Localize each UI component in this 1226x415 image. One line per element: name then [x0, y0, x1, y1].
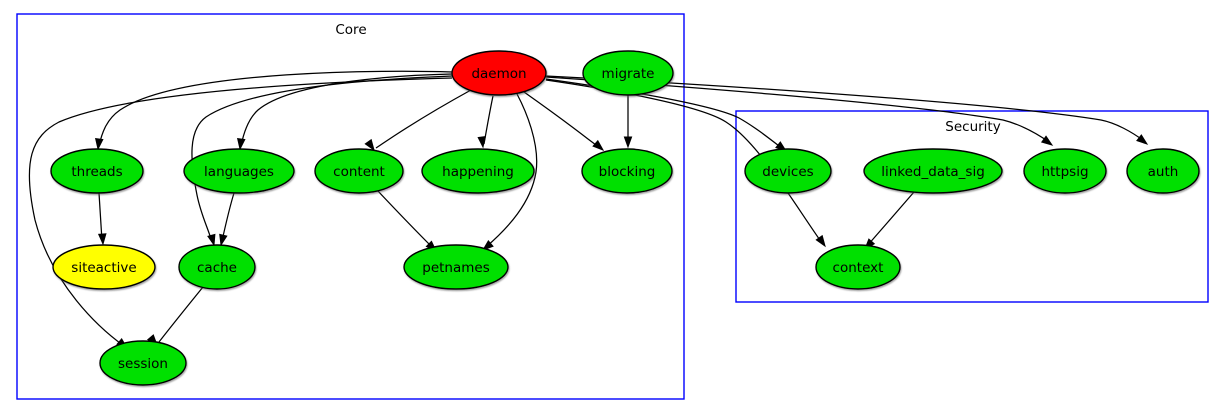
node-label-migrate: migrate — [602, 66, 655, 82]
node-threads[interactable]: threads — [50, 148, 144, 194]
node-shape-cache[interactable] — [178, 244, 256, 290]
arrowhead-daemon->content — [364, 138, 375, 152]
node-shape-siteactive[interactable] — [52, 244, 156, 290]
edge-languages-to-cache — [221, 192, 235, 242]
cluster-core: Core — [16, 13, 685, 400]
cluster-label-security: Security — [945, 119, 1000, 135]
node-session[interactable]: session — [99, 340, 187, 386]
arrowhead-languages->cache — [219, 233, 228, 247]
node-shape-auth[interactable] — [1126, 148, 1200, 194]
node-label-httpsig: httpsig — [1041, 164, 1088, 180]
node-blocking[interactable]: blocking — [581, 148, 673, 194]
node-label-linked_data_sig: linked_data_sig — [881, 164, 985, 180]
node-shape-petnames[interactable] — [403, 244, 509, 290]
node-shape-httpsig[interactable] — [1023, 148, 1107, 194]
node-migrate[interactable]: migrate — [582, 50, 674, 96]
cluster-border-security — [735, 110, 1209, 303]
cluster-security: Security — [735, 110, 1209, 303]
edge-daemon-to-threads — [98, 70, 453, 147]
edge-daemon-to-languages — [240, 73, 453, 147]
node-context[interactable]: context — [815, 244, 901, 290]
cluster-label-core: Core — [335, 22, 366, 38]
cluster-border-core — [16, 13, 685, 400]
edge-daemon-to-session — [28, 77, 453, 347]
edge-daemon-to-devices — [545, 78, 784, 150]
node-shape-daemon[interactable] — [451, 50, 547, 96]
arrowhead-daemon->auth — [1136, 134, 1149, 145]
edge-daemon-to-blocking — [523, 91, 601, 149]
node-label-daemon: daemon — [471, 66, 526, 82]
node-label-session: session — [118, 356, 168, 372]
node-label-threads: threads — [71, 164, 122, 180]
node-shape-threads[interactable] — [50, 148, 144, 194]
node-auth[interactable]: auth — [1126, 148, 1200, 194]
node-shape-happening[interactable] — [421, 148, 535, 194]
node-httpsig[interactable]: httpsig — [1023, 148, 1107, 194]
arrowhead-daemon->happening — [477, 136, 486, 149]
node-label-petnames: petnames — [422, 260, 490, 276]
node-shape-session[interactable] — [99, 340, 187, 386]
arrowhead-daemon->languages — [237, 138, 246, 151]
node-content[interactable]: content — [314, 148, 404, 194]
arrowhead-daemon->cache — [207, 233, 216, 247]
node-label-blocking: blocking — [599, 164, 656, 180]
node-label-languages: languages — [204, 164, 274, 180]
arrowhead-threads->siteactive — [97, 233, 107, 246]
node-label-auth: auth — [1148, 164, 1179, 180]
node-siteactive[interactable]: siteactive — [52, 244, 156, 290]
node-shape-migrate[interactable] — [582, 50, 674, 96]
node-linked_data_sig[interactable]: linked_data_sig — [863, 148, 1003, 194]
edge-layer — [28, 70, 1145, 347]
node-cache[interactable]: cache — [178, 244, 256, 290]
node-shape-content[interactable] — [314, 148, 404, 194]
arrowhead-daemon->context — [815, 234, 826, 248]
edge-content-to-petnames — [376, 189, 434, 249]
node-label-cache: cache — [197, 260, 237, 276]
node-petnames[interactable]: petnames — [403, 244, 509, 290]
node-shape-languages[interactable] — [183, 148, 295, 194]
edge-daemon-to-petnames — [485, 93, 538, 248]
arrowhead-migrate->blocking — [623, 136, 633, 149]
node-label-content: content — [333, 164, 385, 180]
node-happening[interactable]: happening — [421, 148, 535, 194]
edge-daemon-to-content — [375, 89, 472, 149]
edge-linked_data_sig-to-context — [866, 191, 915, 247]
edge-cache-to-session — [158, 286, 204, 343]
node-shape-devices[interactable] — [744, 148, 832, 194]
arrowhead-daemon->httpsig — [1040, 135, 1054, 146]
arrowhead-daemon->blocking — [592, 139, 605, 151]
node-label-happening: happening — [442, 164, 514, 180]
node-layer: daemon migrate threads languages content happ… — [50, 50, 1200, 386]
node-languages[interactable]: languages — [183, 148, 295, 194]
node-label-devices: devices — [762, 164, 813, 180]
node-daemon[interactable]: daemon — [451, 50, 547, 96]
node-label-siteactive: siteactive — [71, 260, 136, 276]
node-shape-blocking[interactable] — [581, 148, 673, 194]
node-devices[interactable]: devices — [744, 148, 832, 194]
arrowhead-daemon->threads — [95, 138, 104, 151]
arrowhead-daemon->petnames — [481, 239, 494, 251]
node-shape-context[interactable] — [815, 244, 901, 290]
node-label-context: context — [833, 260, 884, 276]
node-shape-linked_data_sig[interactable] — [863, 148, 1003, 194]
